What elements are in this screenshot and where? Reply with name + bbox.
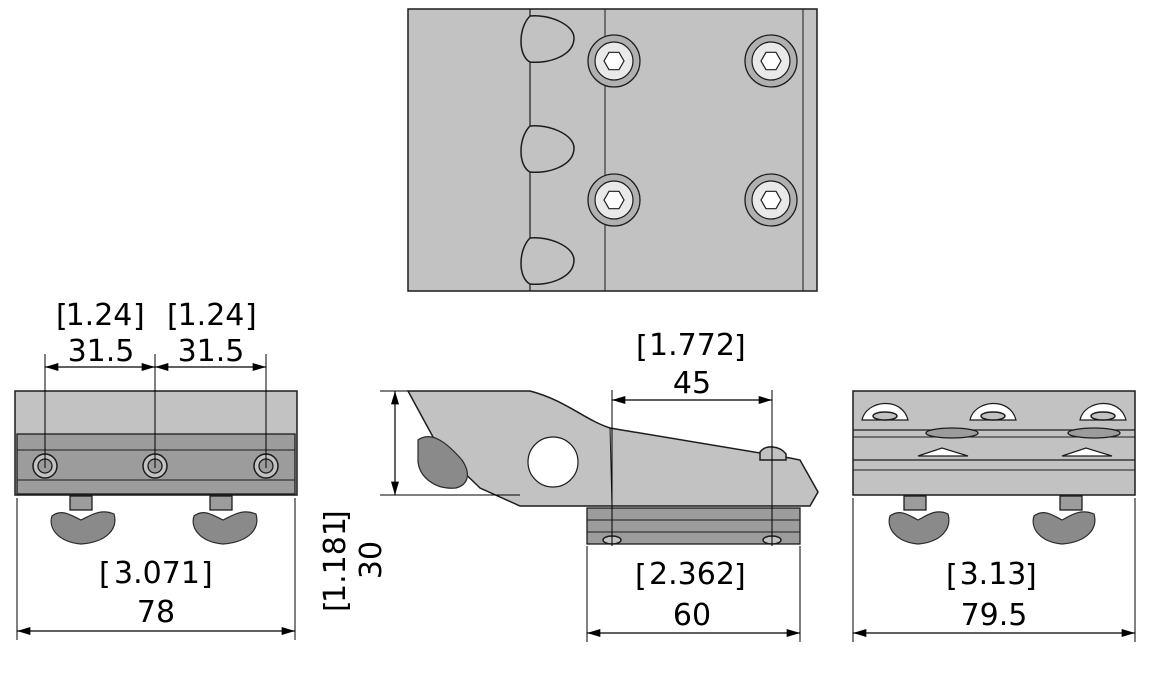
dim-side-spacing-mm: 45 — [673, 366, 711, 401]
socket-bolt-icon — [587, 34, 641, 88]
dim-side-base-bracket: [ — [635, 559, 647, 594]
dim-side-spacing-inch: 1.772 — [649, 328, 735, 363]
cutout-icon — [1079, 402, 1127, 421]
dim-front-spacing-right-mm: 31.5 — [178, 334, 245, 369]
dim-front-spacing-left-bracket: [ — [56, 299, 68, 334]
dim-front-width-bracket: [ — [99, 557, 111, 592]
dim-front-width-mm: 78 — [137, 595, 175, 630]
dim-front-spacing-right-bracket: ] — [245, 299, 257, 334]
front-view — [14, 354, 298, 640]
socket-bolt-icon — [744, 34, 798, 88]
cutout-icon — [969, 402, 1017, 421]
side-through-hole — [527, 436, 579, 488]
socket-bolt-icon — [587, 173, 641, 227]
dim-height-bracket: [ — [319, 600, 354, 612]
wing-knob-icon — [1032, 495, 1096, 545]
dim-side-base-mm: 60 — [673, 598, 711, 633]
knob-outline — [520, 15, 575, 64]
dim-end-width-bracket: ] — [1025, 559, 1037, 594]
bolt-hole-icon — [253, 453, 279, 479]
bolt-hole-icon — [32, 453, 58, 479]
end-view — [852, 390, 1136, 642]
dim-front-width-inch: 3.071 — [114, 556, 200, 591]
knob-outline — [520, 237, 575, 286]
wing-knob-icon — [888, 495, 950, 545]
dim-side-base-inch: 2.362 — [649, 557, 735, 592]
top-view — [407, 8, 818, 292]
wing-knob-icon — [192, 495, 258, 545]
knob-outline — [520, 125, 575, 174]
dim-front-width-bracket: ] — [201, 557, 213, 592]
dim-end-width-bracket: [ — [946, 559, 958, 594]
dim-height-inch: 1.181 — [318, 517, 353, 603]
dim-front-spacing-right-inch: 1.24 — [178, 298, 245, 333]
dim-end-width-inch: 3.13 — [960, 557, 1027, 592]
dim-front-spacing-right-bracket: [ — [167, 299, 179, 334]
dim-height-mm: 30 — [354, 541, 389, 579]
side-view — [380, 390, 819, 642]
cutout-icon — [861, 402, 909, 421]
dim-side-spacing-bracket: [ — [636, 330, 648, 365]
dim-side-spacing-bracket: ] — [734, 330, 746, 365]
dim-front-spacing-left-mm: 31.5 — [68, 334, 135, 369]
dim-side-base-bracket: ] — [734, 559, 746, 594]
socket-bolt-icon — [744, 173, 798, 227]
dim-height-bracket: ] — [319, 510, 354, 522]
dim-end-width-mm: 79.5 — [961, 598, 1028, 633]
dim-front-spacing-left-inch: 1.24 — [66, 298, 133, 333]
wing-knob-icon — [50, 495, 116, 545]
dim-front-spacing-left-bracket: ] — [133, 299, 145, 334]
